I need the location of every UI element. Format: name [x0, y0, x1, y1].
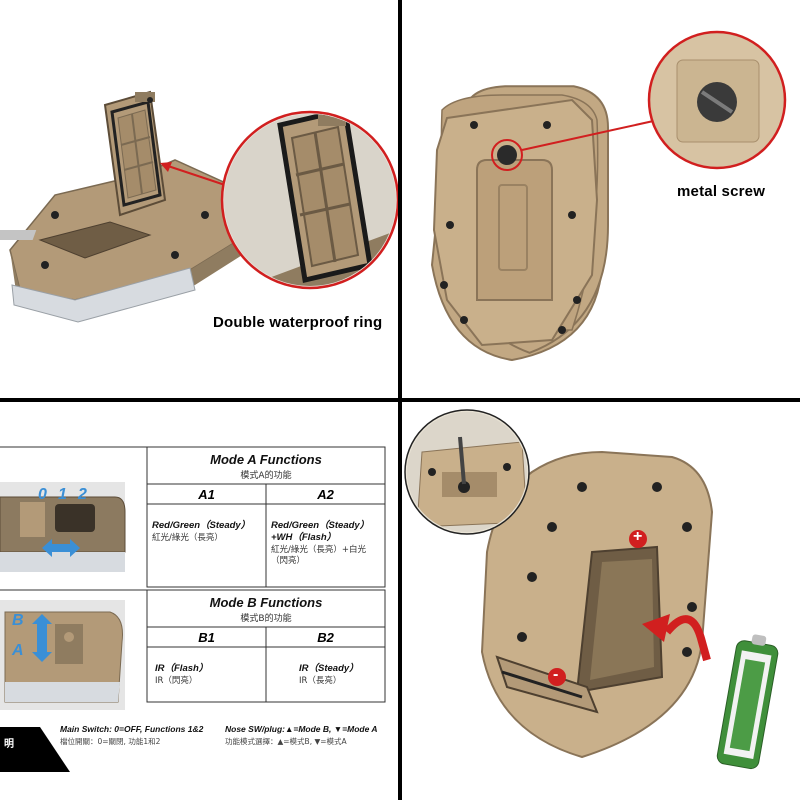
nose-switch-note-zh: 功能模式選擇：▲=模式B, ▼=模式A — [225, 737, 347, 746]
mode-b-title: Mode B Functions — [209, 595, 323, 610]
mode-a2-text-zh-2: （閃亮） — [271, 556, 306, 566]
battery-compartment-illustration — [404, 409, 779, 770]
device-back-illustration — [430, 30, 787, 362]
nose-switch-note: Nose SW/plug:▲=Mode B, ▼=Mode A — [225, 724, 378, 734]
switch-number-1: 1 — [58, 486, 67, 503]
toggle-letter-a: A — [12, 642, 24, 659]
negative-terminal-sign: - — [553, 666, 559, 683]
mode-b2-text: IR（Steady） — [299, 663, 359, 674]
mode-a-col1: A1 — [198, 487, 215, 502]
mode-a2-text-zh-1: 紅光/綠光（長亮）+白光 — [271, 545, 366, 555]
mode-a-title: Mode A Functions — [210, 452, 322, 467]
toggle-letter-b: B — [12, 612, 24, 629]
mode-a1-text: Red/Green（Steady） — [152, 520, 251, 531]
mode-b1-text: IR（Flash） — [155, 663, 209, 674]
switch-number-2: 2 — [78, 486, 87, 503]
panel-mode-functions: 0 1 2 B A Mode A Functions 模式A的功能 A1 A2 … — [0, 402, 398, 800]
waterproof-ring-caption: Double waterproof ring — [213, 314, 383, 331]
corner-tab-label: 明 — [4, 739, 14, 750]
mode-diagram-illustration — [0, 446, 386, 772]
panel-divider-horizontal — [0, 398, 800, 402]
mode-a-subtitle: 模式A的功能 — [240, 471, 292, 481]
device-open-lid-illustration — [0, 90, 398, 323]
mode-a-col2: A2 — [317, 487, 334, 502]
mode-b-col2: B2 — [317, 630, 334, 645]
mode-a2-text-1: Red/Green（Steady） — [271, 520, 370, 531]
switch-number-0: 0 — [38, 486, 47, 503]
positive-terminal-sign: + — [633, 528, 643, 545]
main-switch-note-zh: 檔位開關：0=關閉, 功能1和2 — [60, 737, 161, 746]
mode-b2-text-zh: IR（長亮） — [299, 676, 342, 686]
mode-a2-text-2: +WH（Flash） — [271, 532, 337, 543]
mode-a1-text-zh: 紅光/綠光（長亮） — [152, 533, 223, 543]
metal-screw-caption: metal screw — [677, 183, 766, 200]
mode-b-subtitle: 模式B的功能 — [240, 614, 292, 624]
mode-b1-text-zh: IR（閃亮） — [155, 676, 198, 686]
panel-battery-install: + - — [402, 402, 800, 800]
mode-b-col1: B1 — [198, 630, 215, 645]
panel-metal-screw: metal screw — [402, 0, 800, 398]
main-switch-note: Main Switch: 0=OFF, Functions 1&2 — [60, 724, 204, 734]
panel-waterproof-ring: Double waterproof ring — [0, 0, 398, 398]
